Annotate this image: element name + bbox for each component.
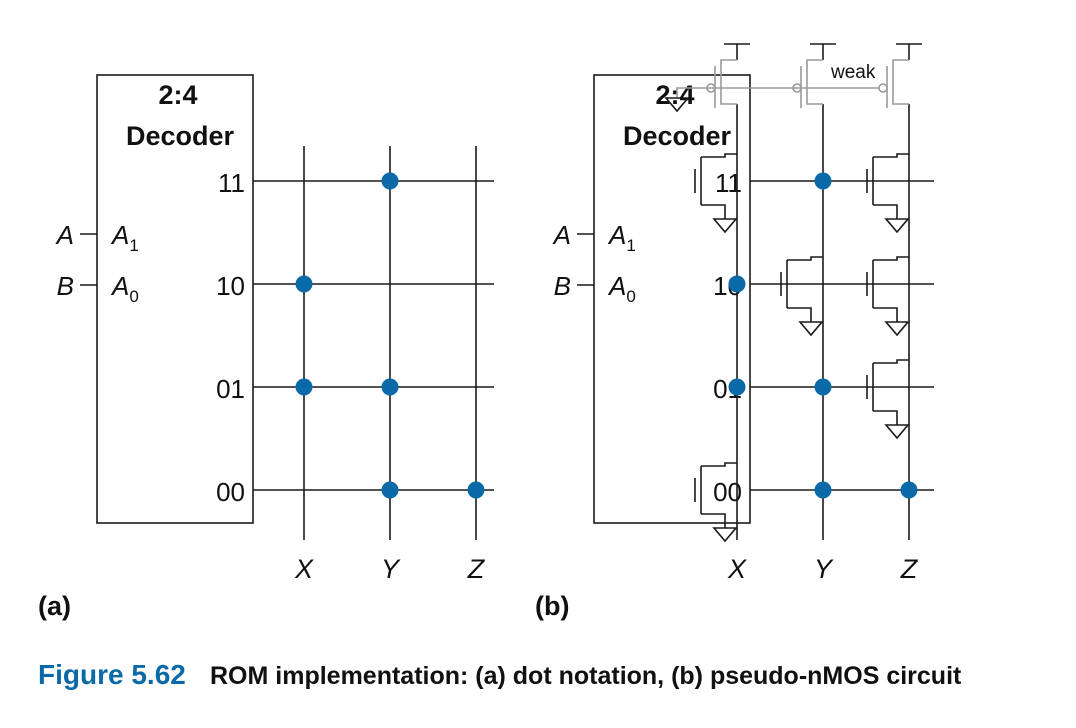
- storage-dot: [295, 378, 313, 396]
- storage-dot: [900, 481, 918, 499]
- figure-number: Figure 5.62: [38, 659, 186, 690]
- decoder-input-pin: A0: [110, 271, 139, 306]
- storage-dot: [814, 172, 832, 190]
- nmos-source: [787, 307, 812, 322]
- input-signal-label: B: [554, 271, 571, 301]
- storage-dot: [814, 378, 832, 396]
- storage-dot: [814, 481, 832, 499]
- bitline-label: Y: [381, 554, 401, 584]
- nmos-source: [873, 410, 898, 425]
- decoder-input-pin: A0: [607, 271, 636, 306]
- ground-symbol: [884, 218, 910, 234]
- storage-dot: [467, 481, 485, 499]
- decoder-title-line2: Decoder: [623, 121, 732, 151]
- nmos-drain: [873, 256, 909, 261]
- decoder-input-pin: A1: [110, 220, 139, 255]
- weak-label: weak: [830, 62, 876, 83]
- storage-dot: [381, 481, 399, 499]
- decoder-output-label: 10: [216, 271, 245, 301]
- ground-symbol: [884, 321, 910, 337]
- panel-label: (b): [535, 591, 569, 621]
- bitline-label: X: [294, 554, 314, 584]
- nmos-source: [873, 204, 898, 219]
- pmos-body: [720, 59, 737, 105]
- decoder-title-line1: 2:4: [158, 80, 197, 110]
- nmos-drain: [701, 153, 737, 158]
- decoder-title-line2: Decoder: [126, 121, 235, 151]
- input-signal-label: A: [552, 220, 571, 250]
- nmos-drain: [873, 153, 909, 158]
- nmos-source: [873, 307, 898, 322]
- figure-caption: ROM implementation: (a) dot notation, (b…: [210, 662, 962, 690]
- nmos-source: [701, 513, 726, 528]
- pmos-body: [806, 59, 823, 105]
- decoder-box: [593, 74, 751, 524]
- input-signal-label: A: [55, 220, 74, 250]
- bitline-label: Y: [814, 554, 834, 584]
- storage-dot: [381, 378, 399, 396]
- nmos-drain: [701, 462, 737, 467]
- decoder-box: [96, 74, 254, 524]
- decoder-title-line1: 2:4: [655, 80, 694, 110]
- decoder-input-pin: A1: [607, 220, 636, 255]
- gate-ground: [664, 97, 690, 113]
- bitline-label: X: [727, 554, 747, 584]
- storage-dot: [295, 275, 313, 293]
- decoder-output-label: 11: [218, 168, 245, 198]
- input-signal-label: B: [57, 271, 74, 301]
- decoder-output-label: 00: [216, 477, 245, 507]
- ground-symbol: [884, 424, 910, 440]
- nmos-source: [701, 204, 726, 219]
- decoder-output-label: 11: [715, 168, 742, 198]
- bitline-label: Z: [467, 554, 486, 584]
- ground-symbol: [712, 527, 738, 543]
- decoder-output-label: 01: [216, 374, 245, 404]
- ground-symbol: [798, 321, 824, 337]
- nmos-drain: [787, 256, 823, 261]
- bitline-label: Z: [900, 554, 919, 584]
- ground-symbol: [712, 218, 738, 234]
- panel-label: (a): [38, 591, 71, 621]
- storage-dot: [728, 275, 746, 293]
- nmos-drain: [873, 359, 909, 364]
- gate-tie: [676, 87, 689, 98]
- storage-dot: [728, 378, 746, 396]
- storage-dot: [381, 172, 399, 190]
- pmos-body: [892, 59, 909, 105]
- pmos-bubble: [878, 83, 888, 93]
